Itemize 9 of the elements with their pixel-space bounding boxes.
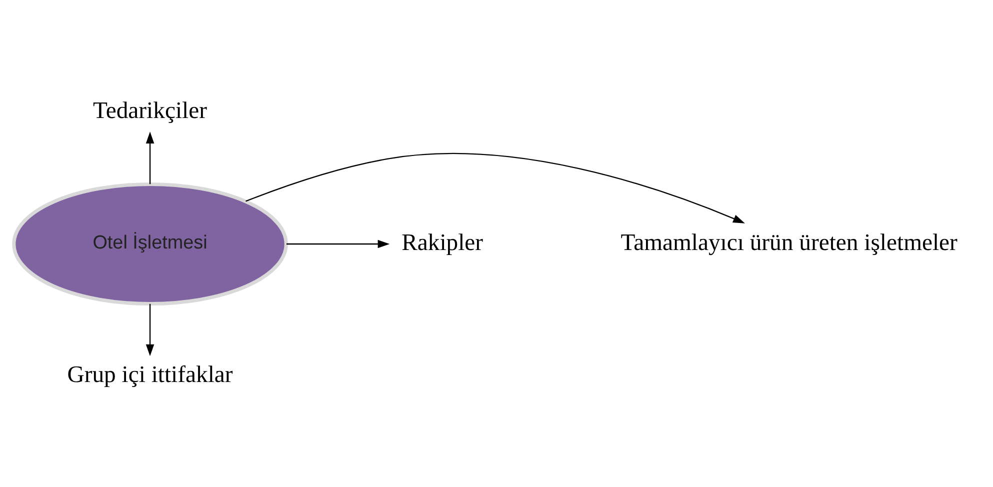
node-text: Grup içi ittifaklar xyxy=(67,361,233,388)
node-ellipse: Otel İşletmesi xyxy=(12,182,288,306)
arrow xyxy=(146,131,154,184)
node-text: Rakipler xyxy=(402,229,484,256)
arrow xyxy=(146,303,154,356)
arrow xyxy=(286,239,390,248)
node-text: Tedarikçiler xyxy=(93,97,207,124)
arrow xyxy=(246,152,745,223)
node-text: Tamamlayıcı ürün üreten işletmeler xyxy=(620,229,958,256)
